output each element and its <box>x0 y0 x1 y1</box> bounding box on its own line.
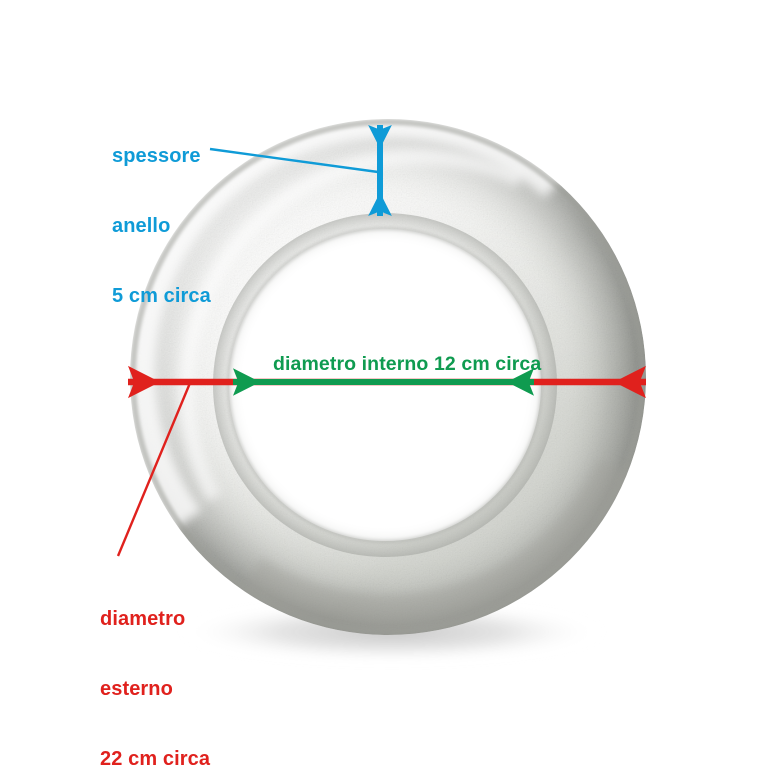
ring-thickness-label-line2: anello <box>112 214 171 237</box>
ring-thickness-leader <box>209 147 380 174</box>
ring-thickness-label: spessore anello 5 cm circa <box>112 99 211 354</box>
ring-thickness-label-line1: spessore <box>112 145 201 168</box>
outer-diameter-label-line2: esterno <box>100 677 173 700</box>
ring-thickness-label-line3: 5 cm circa <box>112 284 211 307</box>
outer-diameter-leader <box>116 382 192 557</box>
outer-diameter-label-line1: diametro <box>100 608 186 631</box>
outer-diameter-label: diametro esterno 22 cm circa <box>100 562 210 770</box>
inner-diameter-label: diametro interno 12 cm circa <box>273 353 542 375</box>
outer-diameter-label-line3: 22 cm circa <box>100 747 211 770</box>
